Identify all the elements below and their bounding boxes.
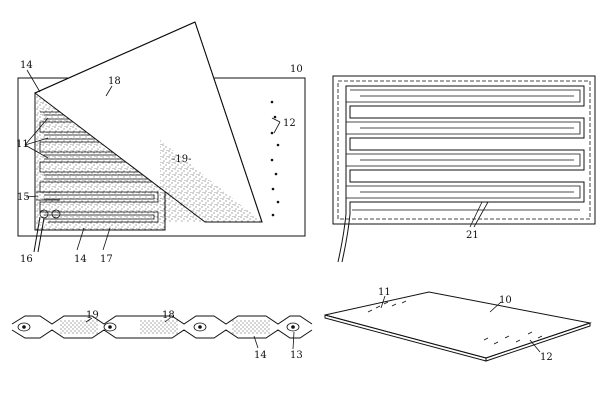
label-14-bottom: 14 [74, 254, 87, 265]
top-layer-19 [11, 315, 313, 325]
label-11: 11 [16, 139, 29, 150]
panel-outline [332, 75, 596, 225]
label-13-c: 13 [290, 350, 303, 361]
label-19: -19- [172, 154, 191, 165]
label-10: 10 [290, 64, 303, 75]
fill-segment [232, 320, 270, 334]
contact-marks-12 [483, 331, 543, 345]
fill-segment [60, 320, 98, 334]
label-15: 15 [17, 192, 30, 203]
label-14-top: 14 [20, 60, 33, 71]
label-10-d: 10 [499, 295, 512, 306]
serpentine-conductor-21 [345, 85, 585, 214]
label-19-c: 19 [86, 310, 99, 321]
dashed-border [337, 80, 591, 220]
lead-wires-16 [33, 191, 61, 253]
bottom-layer-14 [11, 329, 313, 339]
pad-edge [324, 314, 487, 362]
fold-edge [34, 21, 196, 94]
figure-d-perspective: 11 10 12 [324, 287, 592, 363]
figure-c-cross-section: 19 18 14 13 [11, 310, 313, 361]
label-11-d: 11 [378, 287, 391, 298]
contact-marks-11 [367, 300, 407, 313]
fill-segment [140, 320, 178, 334]
lead-wire-2 [341, 213, 351, 263]
pad-sheet-10 [324, 291, 592, 359]
figure-b-serpentine-element: 21 [332, 75, 596, 263]
contact-dots-12 [270, 100, 280, 217]
fold-shadow [160, 140, 262, 222]
label-12: 12 [283, 118, 296, 129]
label-18: 18 [108, 76, 121, 87]
figure-a-heating-pad-cutaway: 14 18 10 11 -19- 12 15 16 14 17 [16, 21, 306, 265]
label-17: 17 [100, 254, 113, 265]
label-21: 21 [466, 230, 479, 241]
label-18-c: 18 [162, 310, 175, 321]
label-16: 16 [20, 254, 33, 265]
conductors-13 [17, 322, 300, 332]
fold-edge-2 [194, 21, 263, 223]
pad-edge-2 [485, 322, 591, 362]
lead-wire [337, 213, 347, 263]
label-14-c: 14 [254, 350, 267, 361]
label-12-d: 12 [540, 352, 553, 363]
